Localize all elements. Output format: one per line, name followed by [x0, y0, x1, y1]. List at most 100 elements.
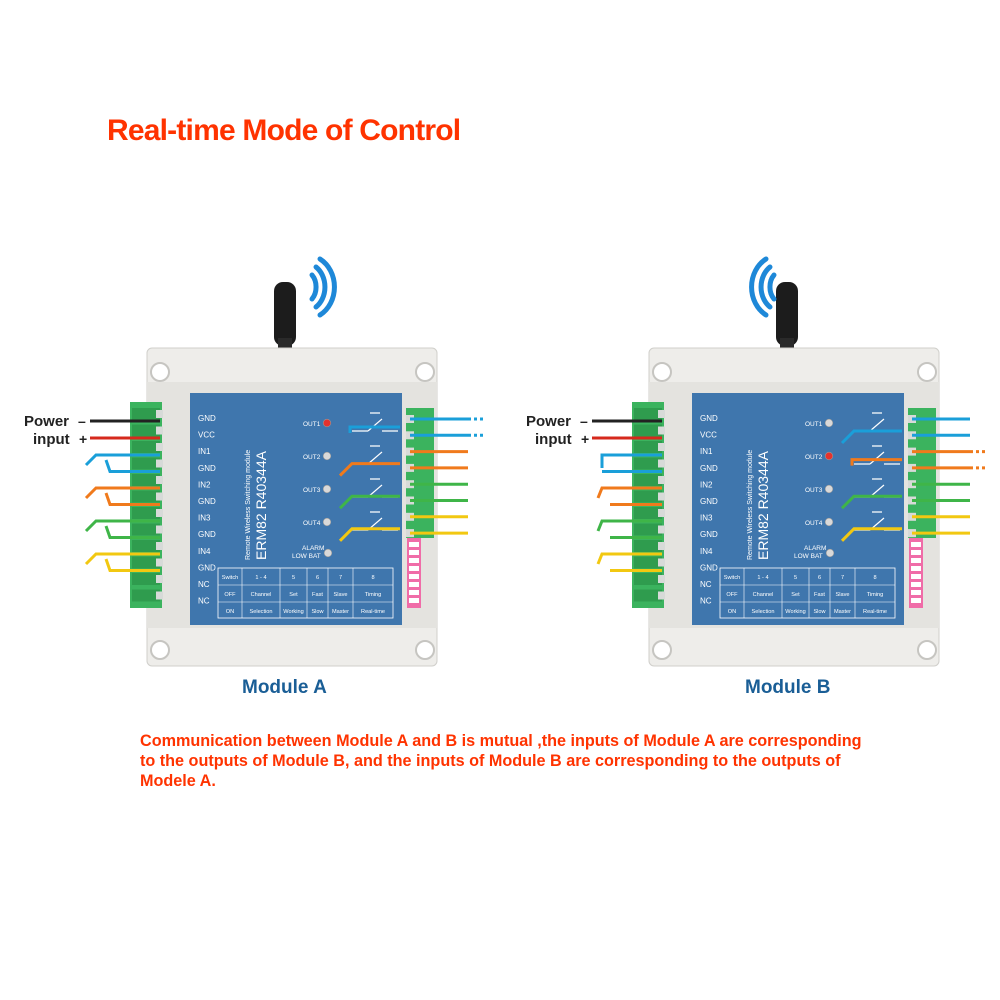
switch-table-cell: 6	[316, 575, 319, 581]
led-off	[824, 484, 834, 494]
terminal-screw	[156, 509, 163, 517]
terminal-label: GND	[198, 530, 216, 539]
dip-switch	[911, 582, 921, 587]
module-panel	[190, 393, 402, 625]
dip-switch-block	[909, 538, 923, 608]
caption-line: Modele A.	[140, 772, 216, 790]
switch-table-cell: Selection	[249, 609, 272, 615]
dip-switch-block	[407, 538, 421, 608]
led-off	[322, 517, 332, 527]
power-label: Power	[24, 413, 69, 430]
led-off	[322, 484, 332, 494]
terminal-screw	[156, 443, 163, 451]
terminal-slot	[634, 540, 662, 552]
dip-switch	[409, 558, 419, 563]
terminal-slot	[132, 556, 160, 569]
input-wire	[600, 453, 662, 468]
led-on	[824, 451, 834, 461]
wireless-wave-icon	[749, 256, 769, 318]
input-wire	[596, 552, 662, 565]
switch-table-cell: Selection	[751, 609, 774, 615]
terminal-label: GND	[198, 497, 216, 506]
terminal-screw	[156, 575, 163, 583]
switch-table-cell: 5	[794, 575, 797, 581]
terminal-screw	[658, 443, 665, 451]
switch-table-cell: Slow	[311, 609, 324, 615]
led-off	[824, 418, 834, 428]
switch-table-cell: Working	[785, 609, 805, 615]
output-label: OUT4	[805, 520, 823, 527]
output-label: OUT1	[805, 421, 823, 428]
terminal-slot	[634, 573, 662, 585]
switch-table	[217, 567, 394, 619]
module-subtitle: Remote Wireless Switching module	[747, 450, 754, 560]
switch-table-cell: 7	[339, 575, 342, 581]
input-wire	[104, 459, 160, 473]
input-wire	[104, 525, 160, 539]
terminal-slot	[634, 490, 662, 503]
switch-table-cell: Real-time	[361, 609, 385, 615]
terminal-label: NC	[198, 597, 210, 606]
terminal-screw	[156, 426, 163, 435]
switch-table-cell: Switch	[222, 575, 238, 581]
terminal-label: NC	[700, 597, 712, 606]
terminal-slot	[132, 408, 160, 420]
switch-table-cell: 5	[292, 575, 295, 581]
output-bridge	[840, 429, 902, 445]
wireless-wave-icon	[313, 264, 328, 310]
plus-sign: +	[581, 431, 589, 447]
mounting-hole	[917, 640, 937, 660]
dip-switch	[409, 598, 419, 603]
module-model: ERM82 R40344A	[755, 450, 771, 560]
switch-table	[719, 567, 896, 619]
switch-table-cell: Fast	[312, 592, 323, 598]
terminal-slot	[132, 540, 160, 552]
minus-sign: –	[580, 413, 588, 429]
input-wire	[84, 486, 160, 500]
terminal-slot	[634, 457, 662, 470]
output-bridge	[338, 462, 400, 477]
terminal-label: IN1	[198, 447, 211, 456]
dip-switch	[911, 550, 921, 555]
terminal-screw	[658, 509, 665, 517]
switch-table-cell: 8	[873, 575, 876, 581]
switch-table-cell: Channel	[251, 592, 272, 598]
output-bridge	[338, 527, 400, 542]
switch-table-cell: 7	[841, 575, 844, 581]
switch-table-cell: 8	[371, 575, 374, 581]
terminal-label: GND	[700, 464, 718, 473]
low-bat-label: LOW BAT	[292, 553, 321, 560]
switch-table-cell: Working	[283, 609, 303, 615]
switch-table-cell: Slave	[836, 592, 850, 598]
output-loop	[850, 458, 902, 466]
terminal-label: GND	[198, 563, 216, 572]
terminal-label: IN4	[198, 547, 211, 556]
switch-table-cell: Slave	[334, 592, 348, 598]
antenna	[274, 282, 296, 346]
page-title: Real-time Mode of Control	[107, 114, 461, 147]
caption-line: Communication between Module A and B is …	[140, 732, 862, 750]
terminal-screw	[658, 558, 665, 567]
input-wire	[84, 552, 160, 566]
dip-switch	[911, 574, 921, 579]
dip-switch	[409, 582, 419, 587]
mounting-hole	[652, 640, 672, 660]
dip-switch	[911, 598, 921, 603]
mounting-hole	[415, 640, 435, 660]
switch-table-cell: OFF	[726, 592, 738, 598]
terminal-label: VCC	[700, 431, 717, 440]
terminal-label: NC	[198, 580, 210, 589]
terminal-label: IN2	[198, 480, 211, 489]
terminal-screw	[156, 558, 163, 567]
wireless-wave-icon	[317, 256, 337, 318]
output-loop	[348, 425, 400, 433]
terminal-label: IN4	[700, 547, 713, 556]
input-wire	[596, 486, 662, 499]
relay-symbol	[352, 412, 398, 432]
alarm-led	[323, 548, 333, 558]
switch-table-cell: Channel	[753, 592, 774, 598]
dip-switch	[409, 574, 419, 579]
output-bridge	[338, 494, 400, 510]
terminal-label: IN3	[198, 514, 211, 523]
terminal-label: GND	[700, 530, 718, 539]
